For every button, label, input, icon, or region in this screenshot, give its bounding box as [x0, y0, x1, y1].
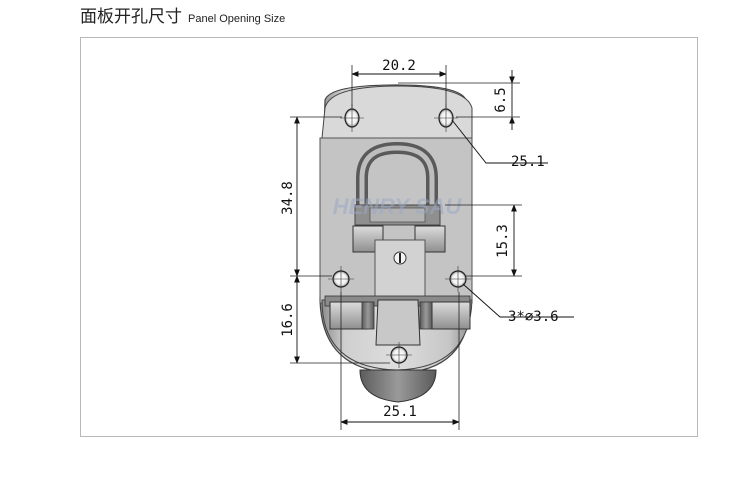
dim-height-right: 15.3 — [495, 224, 511, 258]
page-title: 面板开孔尺寸 Panel Opening Size — [80, 2, 285, 27]
brand-watermark: HENRY SAU — [333, 194, 463, 219]
center-lines — [328, 104, 471, 368]
dim-bottom-left: 16.6 — [280, 303, 296, 337]
drawing-frame — [80, 37, 698, 437]
dim-bottom-width: 25.1 — [383, 404, 417, 420]
dim-holes: 3*∅3.6 — [508, 309, 559, 325]
dim-top-offset: 6.5 — [493, 87, 509, 112]
dim-hole-pitch: 25.1 — [511, 154, 545, 170]
extension-lines — [290, 65, 522, 430]
latch-body — [319, 84, 473, 403]
dim-height-left: 34.8 — [280, 181, 296, 215]
title-chinese: 面板开孔尺寸 — [80, 7, 182, 27]
dimension-lines — [294, 70, 574, 425]
dim-top-width: 20.2 — [382, 58, 416, 74]
title-english: Panel Opening Size — [188, 13, 286, 25]
